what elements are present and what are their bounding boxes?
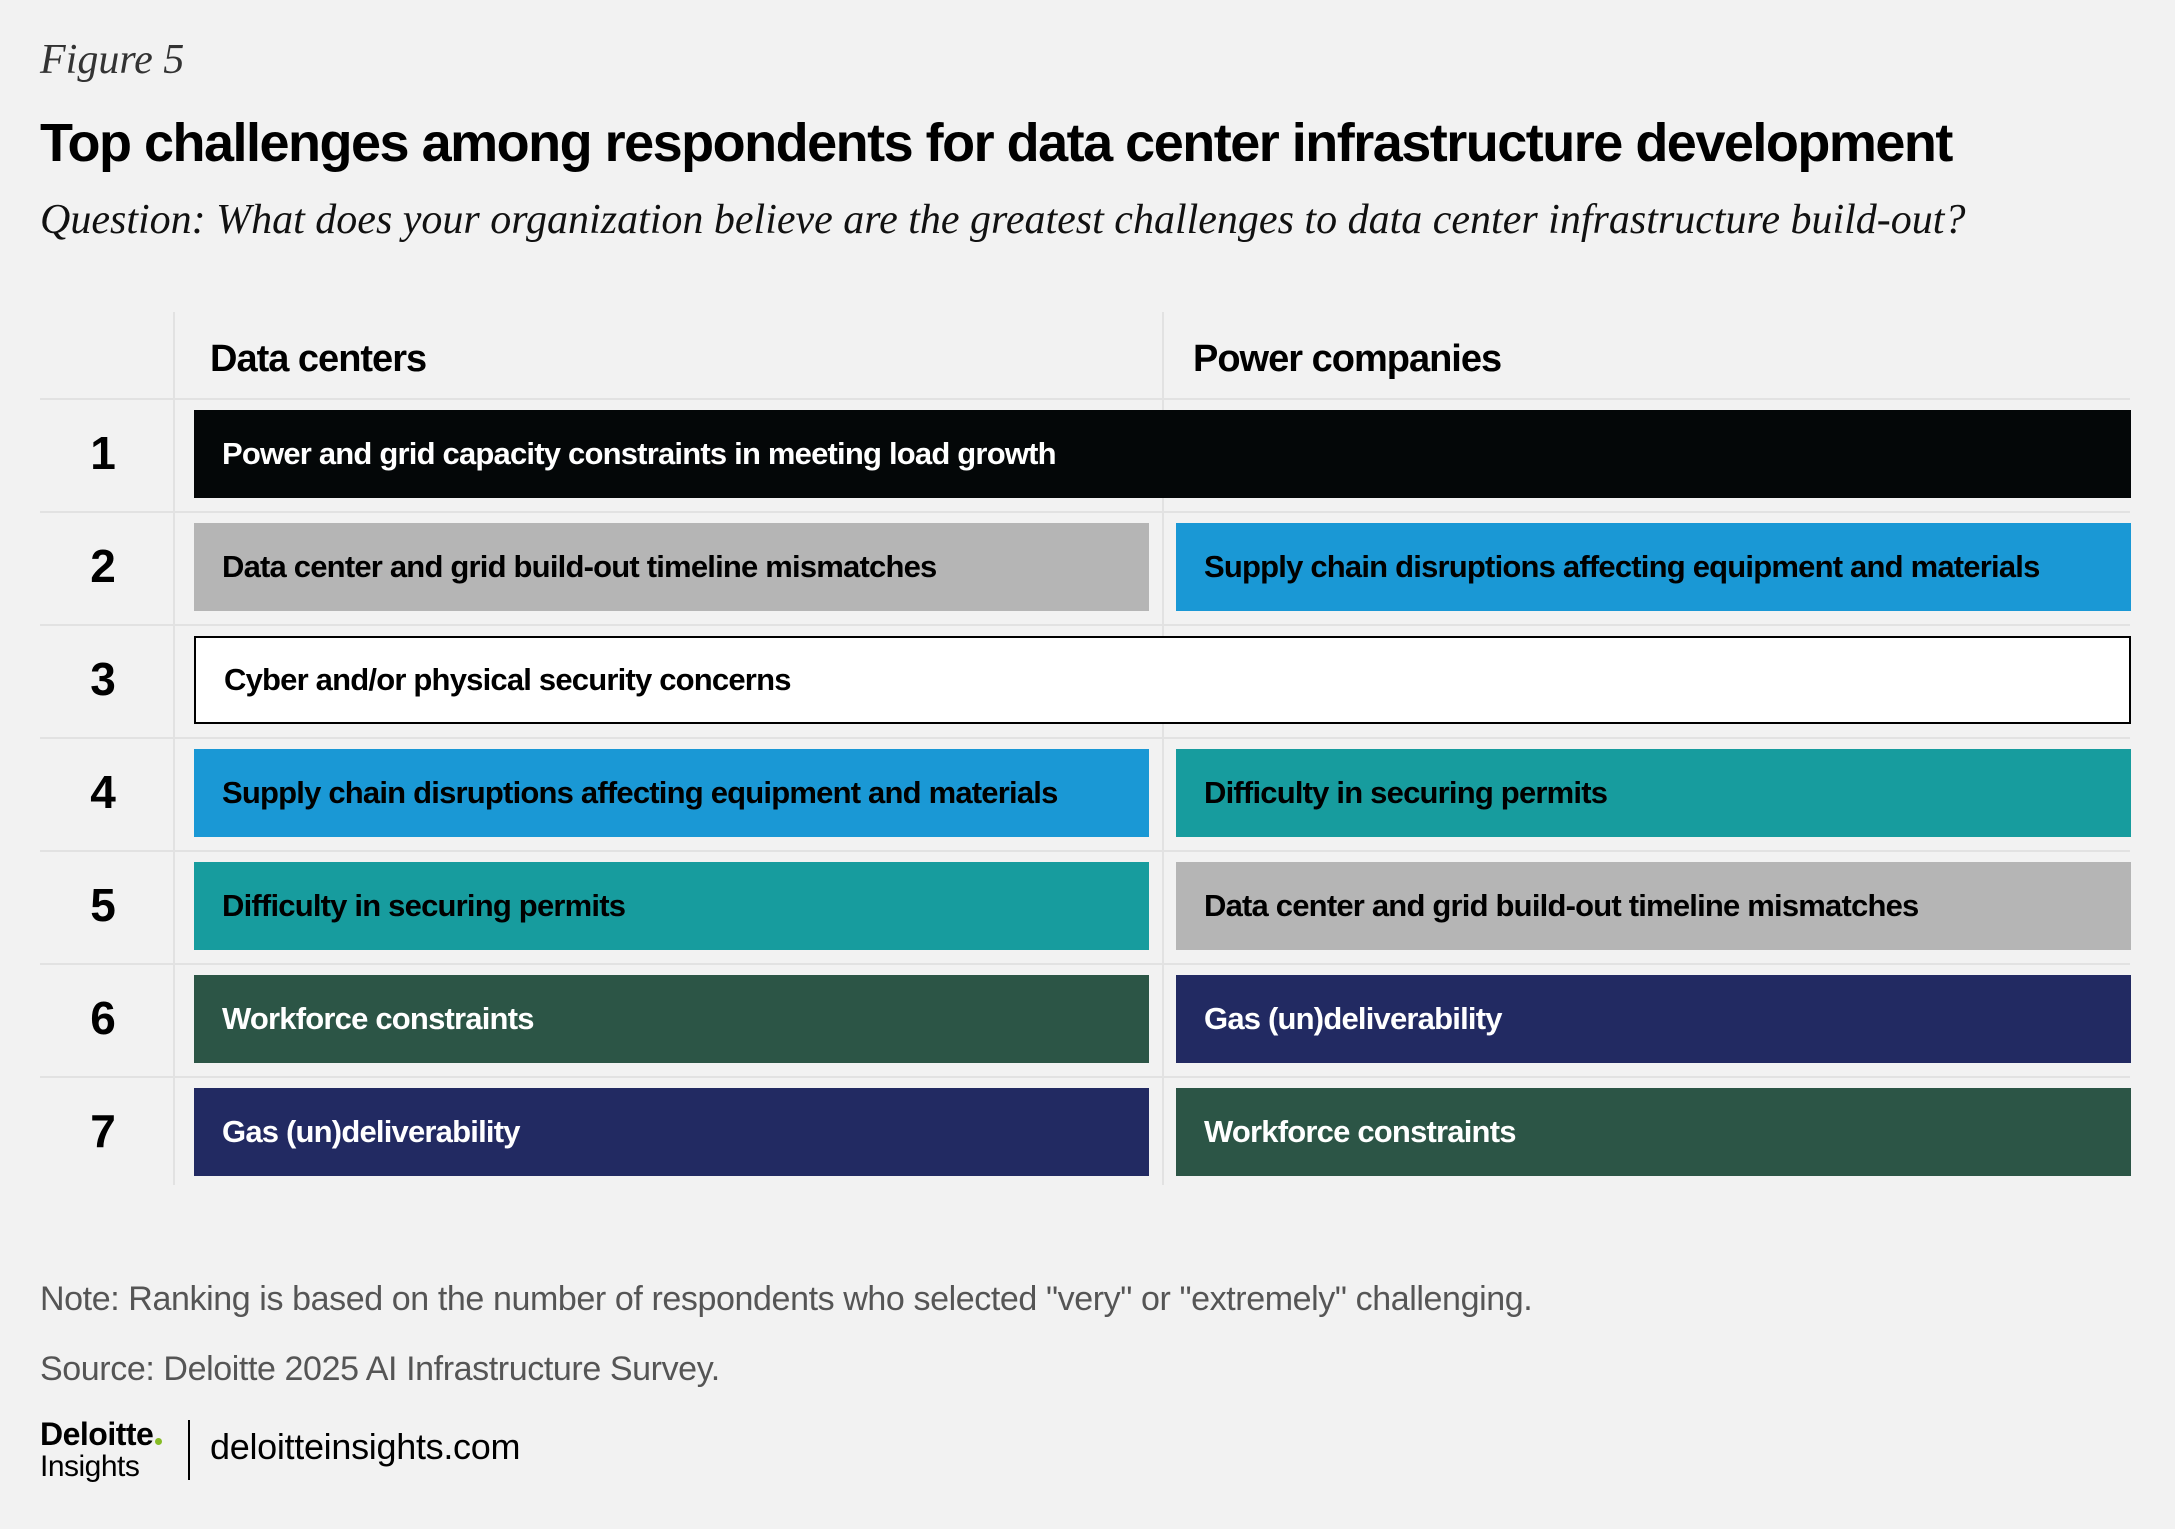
rank-number: 6	[90, 992, 116, 1044]
source-note: Source: Deloitte 2025 AI Infrastructure …	[40, 1350, 720, 1388]
rank-number: 4	[90, 766, 116, 818]
row-divider	[40, 963, 2130, 965]
challenge-bar: Power and grid capacity constraints in m…	[194, 410, 2131, 498]
header-divider	[40, 398, 2130, 400]
logo-wordmark: Deloitte	[40, 1416, 154, 1452]
column-divider	[1162, 312, 1164, 1185]
logo-green-dot	[155, 1438, 163, 1445]
logo-separator	[188, 1420, 190, 1480]
row-divider	[40, 737, 2130, 739]
rank-number: 1	[90, 427, 116, 479]
row-divider	[40, 1076, 2130, 1078]
challenge-bar: Difficulty in securing permits	[194, 862, 1149, 950]
chart-title: Top challenges among respondents for dat…	[40, 113, 1953, 173]
deloitte-insights-logo: Deloitte Insights	[40, 1416, 163, 1484]
footnote: Note: Ranking is based on the number of …	[40, 1280, 1533, 1318]
challenge-bar: Supply chain disruptions affecting equip…	[1176, 523, 2131, 611]
rank-number: 2	[90, 540, 116, 592]
challenge-bar: Gas (un)deliverability	[194, 1088, 1149, 1176]
challenge-bar: Difficulty in securing permits	[1176, 749, 2131, 837]
rank-number: 3	[90, 653, 116, 705]
logo-subbrand: Insights	[40, 1450, 140, 1483]
site-link[interactable]: deloitteinsights.com	[210, 1426, 521, 1467]
challenge-bar: Data center and grid build-out timeline …	[1176, 862, 2131, 950]
row-divider	[40, 511, 2130, 513]
challenge-bar: Data center and grid build-out timeline …	[194, 523, 1149, 611]
challenge-bar: Supply chain disruptions affecting equip…	[194, 749, 1149, 837]
chart-subtitle: Question: What does your organization be…	[40, 197, 1966, 243]
row-divider	[40, 624, 2130, 626]
challenge-bar: Cyber and/or physical security concerns	[194, 636, 2131, 724]
row-divider	[40, 850, 2130, 852]
challenge-bar: Workforce constraints	[1176, 1088, 2131, 1176]
column-header-data-centers: Data centers	[210, 338, 427, 380]
challenge-bar: Workforce constraints	[194, 975, 1149, 1063]
figure-label: Figure 5	[40, 37, 185, 83]
column-header-power-companies: Power companies	[1193, 338, 1502, 380]
challenge-bar: Gas (un)deliverability	[1176, 975, 2131, 1063]
rank-number: 7	[90, 1105, 116, 1157]
rank-number: 5	[90, 879, 116, 931]
rank-divider	[173, 312, 175, 1185]
